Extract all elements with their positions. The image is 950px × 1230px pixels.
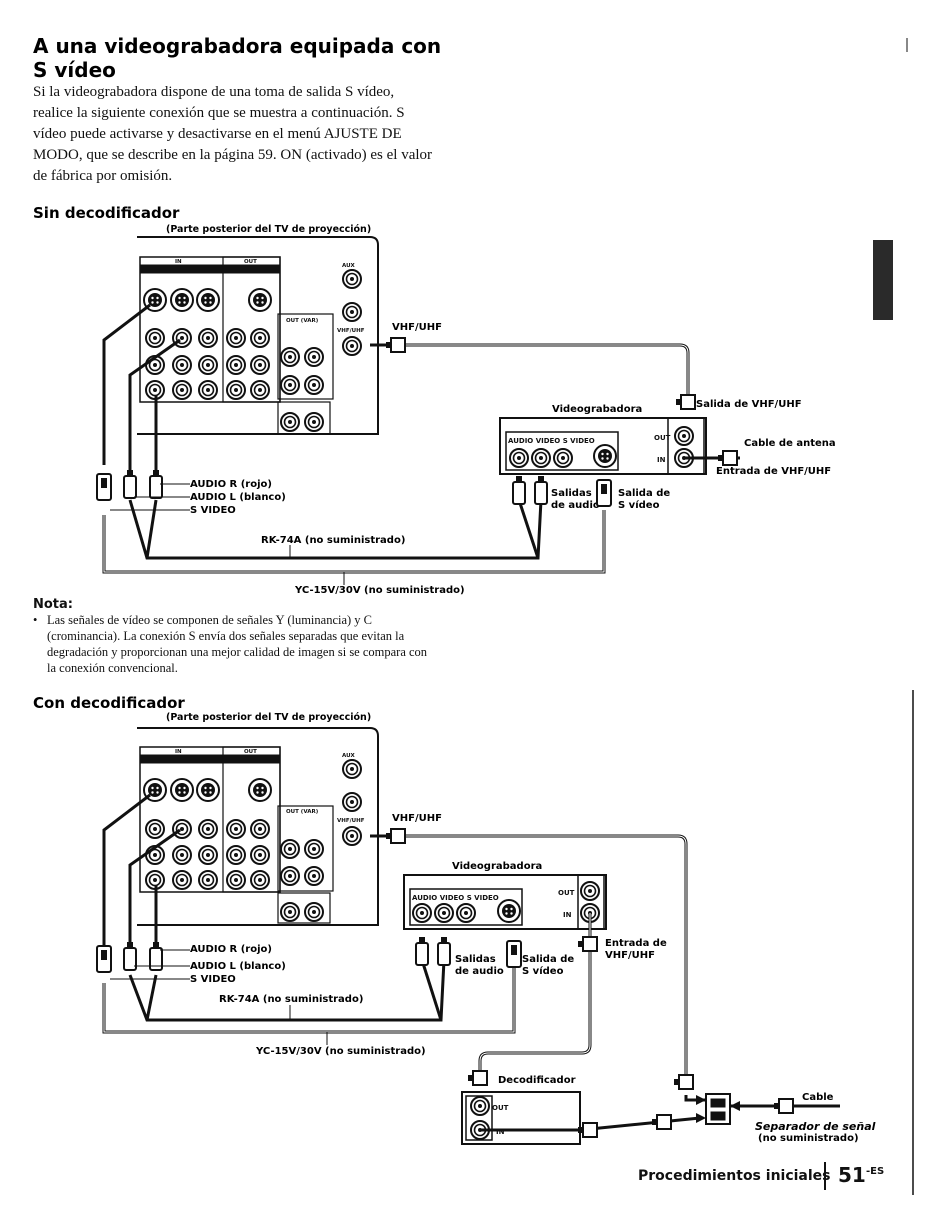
d2-vcr-jacks-label: AUDIO VIDEO S VIDEO xyxy=(412,894,499,902)
d1-label-vcr: Videograbadora xyxy=(552,404,643,415)
d1-panel-in: IN xyxy=(175,259,182,265)
d1-label-audio-l: AUDIO L (blanco) xyxy=(190,492,286,503)
d2-tv-panel xyxy=(137,727,379,926)
d1-vcr-jacks xyxy=(509,426,694,468)
d2-panel-jacks xyxy=(143,759,362,922)
d2-splitter xyxy=(705,1093,731,1125)
diagram2-caption: (Parte posterior del TV de proyección) xyxy=(166,712,372,723)
d2-arrows xyxy=(696,1095,740,1123)
d2-panel-outvar: OUT (VAR) xyxy=(286,809,319,815)
d2-label-vhf-uhf: VHF/UHF xyxy=(392,813,442,824)
d2-label-audio-out: Salidas de audio xyxy=(455,954,504,977)
d1-tv-panel xyxy=(137,236,379,435)
d1-panel-out: OUT xyxy=(244,259,257,265)
d2-panel-in: IN xyxy=(175,749,182,755)
d1-label-rk74a: RK-74A (no suministrado) xyxy=(261,535,406,546)
d2-label-yc15v: YC-15V/30V (no suministrado) xyxy=(256,1046,426,1057)
d2-label-svideo-out: Salida de S vídeo xyxy=(522,954,575,977)
d2-vcr-out: OUT xyxy=(558,889,575,897)
d1-label-vhf-in: Entrada de VHF/UHF xyxy=(716,466,832,477)
section-heading-no-decoder: Sin decodificador xyxy=(33,204,180,222)
d1-cable-outline xyxy=(103,344,689,573)
d2-vcr xyxy=(403,874,607,930)
diagram1-caption: (Parte posterior del TV de proyección) xyxy=(166,224,372,235)
d2-label-audio-r: AUDIO R (rojo) xyxy=(190,944,272,955)
note-list: Las señales de vídeo se componen de seña… xyxy=(33,612,433,676)
section-heading-with-decoder: Con decodificador xyxy=(33,694,185,712)
d1-panel-jacks xyxy=(143,269,362,432)
d1-vcr-in: IN xyxy=(657,456,666,464)
note-item: Las señales de vídeo se componen de seña… xyxy=(33,612,433,676)
d1-vcr xyxy=(499,417,707,475)
d1-vcr-out: OUT xyxy=(654,434,671,442)
d2-label-cable: Cable xyxy=(802,1092,834,1103)
d2-panel-aux: AUX xyxy=(342,753,356,759)
d1-panel-aux: AUX xyxy=(342,263,356,269)
intro-paragraph: Si la videograbadora dispone de una toma… xyxy=(33,84,433,184)
d1-label-yc15v: YC-15V/30V (no suministrado) xyxy=(295,585,465,596)
section-tab-marker xyxy=(873,240,893,320)
d2-label-s-video: S VIDEO xyxy=(190,974,236,985)
d2-label-vhf-in: Entrada de VHF/UHF xyxy=(605,938,667,961)
d2-panel-out: OUT xyxy=(244,749,257,755)
d2-vcr-in: IN xyxy=(563,911,572,919)
d2-label-decoder: Decodificador xyxy=(498,1075,576,1086)
d1-label-vhf-out: Salida de VHF/UHF xyxy=(696,399,802,410)
d2-label-splitter: Separador de señal xyxy=(755,1120,876,1133)
d1-plugs xyxy=(96,337,738,507)
footer-page-number: 51 xyxy=(838,1163,866,1187)
d1-label-s-video: S VIDEO xyxy=(190,505,236,516)
footer-page-suffix: -ES xyxy=(866,1166,885,1177)
d2-label-audio-l: AUDIO L (blanco) xyxy=(190,961,286,972)
d2-panel-vhf: VHF/UHF xyxy=(337,818,365,824)
d1-panel-outvar: OUT (VAR) xyxy=(286,318,319,324)
d1-vcr-jacks-label: AUDIO VIDEO S VIDEO xyxy=(508,437,595,445)
note-heading: Nota: xyxy=(33,597,73,612)
d2-dec-in: IN xyxy=(496,1128,505,1136)
d2-label-rk74a: RK-74A (no suministrado) xyxy=(219,994,364,1005)
d2-label-splitter-sub: (no suministrado) xyxy=(758,1133,859,1144)
d1-label-antenna: Cable de antena xyxy=(744,438,836,449)
d2-decoder-jacks xyxy=(470,1096,490,1140)
d2-cable-outline xyxy=(103,835,687,1080)
d2-label-vcr: Videograbadora xyxy=(452,861,543,872)
d1-label-vhf-uhf: VHF/UHF xyxy=(392,322,442,333)
d1-label-audio-r: AUDIO R (rojo) xyxy=(190,479,272,490)
footer-section-title: Procedimientos iniciales xyxy=(638,1168,831,1184)
d1-label-audio-out: Salidas de audio xyxy=(551,488,600,511)
d2-dec-out: OUT xyxy=(492,1104,509,1112)
page-title: A una videograbadora equipada con S víde… xyxy=(33,34,442,82)
d1-panel-vhf: VHF/UHF xyxy=(337,328,365,334)
d1-label-svideo-out: Salida de S vídeo xyxy=(618,488,671,511)
d2-decoder xyxy=(461,1091,581,1145)
